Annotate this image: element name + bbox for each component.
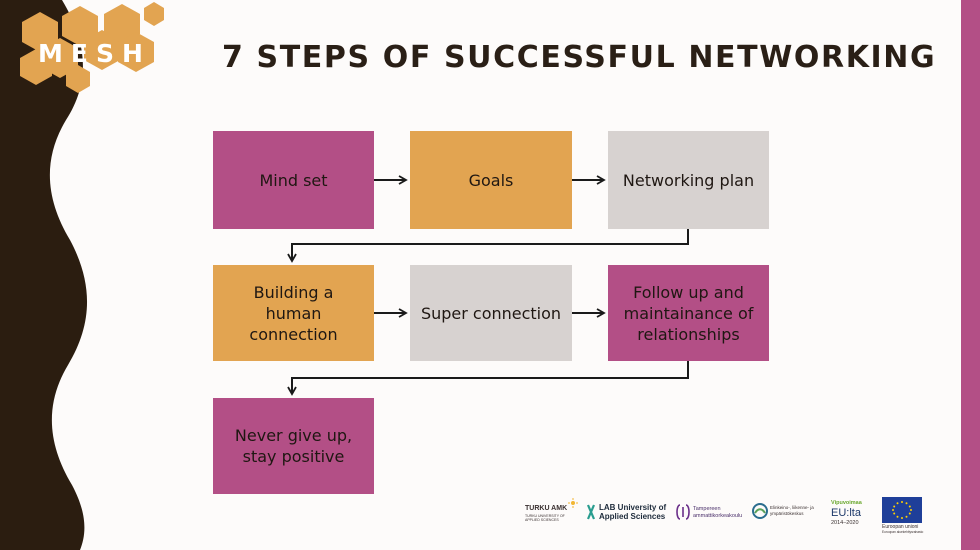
tampere-logo-icon [676,504,690,520]
eu-subtext: Euroopan aluekehitysrahasto [882,530,924,534]
logo-text: MESH [38,39,151,68]
step-networking-plan: Networking plan [608,131,769,229]
eu-text: Euroopan unioni [882,524,919,530]
vipuvoimaa-text: Vipuvoimaa [831,500,862,506]
turku-sun-icon [568,498,578,508]
turku-amk-subtext: TURKU UNIVERSITY OF APPLIED SCIENCES [525,514,565,522]
right-accent-bar [961,0,980,550]
years-text: 2014–2020 [831,520,859,526]
step-mind-set: Mind set [213,131,374,229]
step-building-human-connection: Building a human connection [213,265,374,361]
left-decorative-band [0,0,88,550]
step-goals: Goals [410,131,572,229]
eu-lta-text: EU:lta [831,507,861,519]
arrow-3-4 [287,229,689,263]
ely-text: Elinkeino-, liikenne- ja ympäristökeskus [770,505,814,516]
slide-title: 7 STEPS OF SUCCESSFUL NETWORKING [222,40,937,75]
partner-logos: TURKU AMK TURKU UNIVERSITY OF APPLIED SC… [520,495,940,535]
eu-flag-icon [882,497,922,523]
turku-amk-logo-text: TURKU AMK [525,505,568,512]
tampere-text: Tampereen ammattikorkeakoulu [693,506,743,519]
mesh-logo: MESH [20,2,164,93]
step-follow-up: Follow up and maintainance of relationsh… [608,265,769,361]
arrow-6-7 [287,361,689,396]
step-super-connection: Super connection [410,265,572,361]
lab-logo-icon [586,504,596,520]
ely-logo-icon [752,503,768,519]
lab-university-text: LAB University of Applied Sciences [599,503,667,521]
step-never-give-up: Never give up, stay positive [213,398,374,494]
